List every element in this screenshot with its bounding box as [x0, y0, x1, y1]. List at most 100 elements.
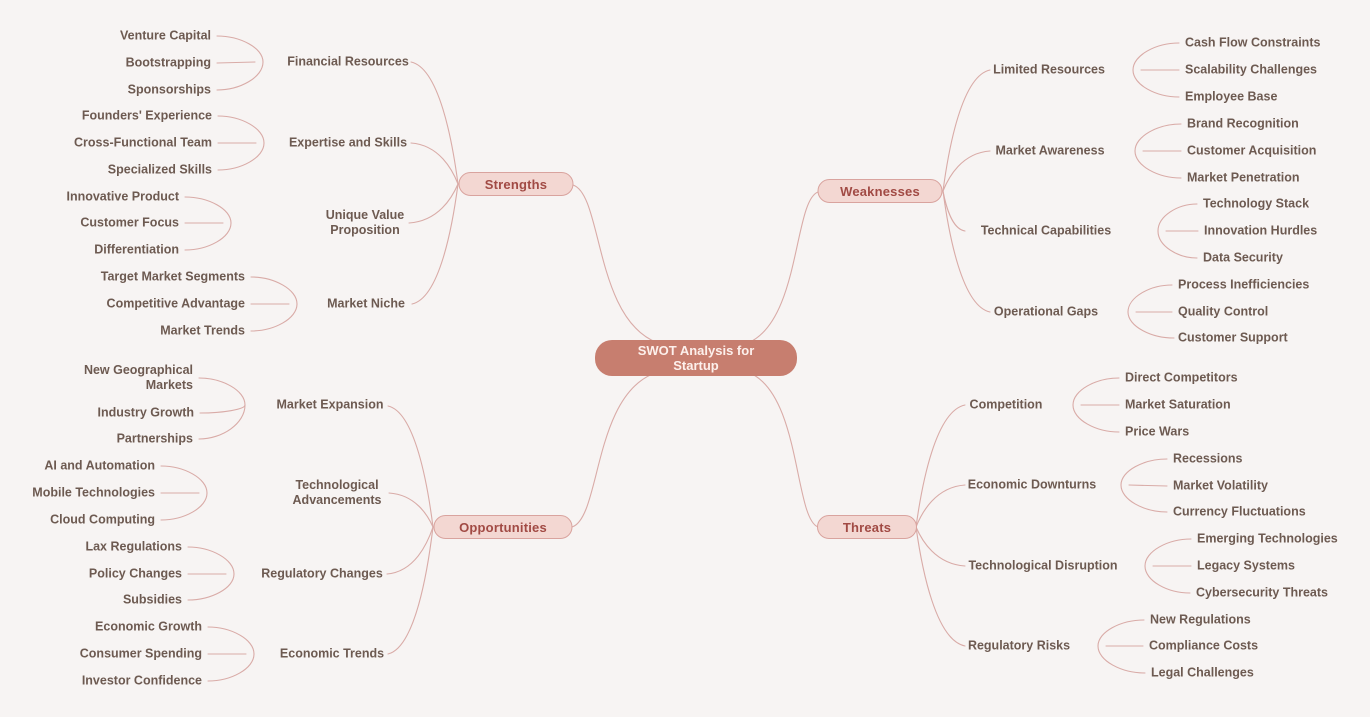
connector-curve — [1127, 311, 1175, 339]
leaf-competitive-advantage[interactable]: Competitive Advantage — [106, 296, 245, 311]
connector-curve — [571, 372, 656, 528]
connector-curve — [572, 184, 659, 344]
leaf-cloud-computing[interactable]: Cloud Computing — [50, 512, 155, 527]
connector-curve — [184, 222, 232, 251]
connector-curve — [250, 303, 298, 332]
leaf-policy-changes[interactable]: Policy Changes — [88, 566, 182, 581]
leaf-innovation-hurdles[interactable]: Innovation Hurdles — [1204, 223, 1318, 238]
connector-curve — [1120, 458, 1168, 486]
leaf-emerging-technologies[interactable]: Emerging Technologies — [1197, 531, 1338, 546]
node-market-expansion[interactable]: Market Expansion — [276, 397, 384, 412]
leaf-technology-stack[interactable]: Technology Stack — [1203, 196, 1310, 211]
connector-curve — [1132, 42, 1180, 71]
leaf-investor-confidence[interactable]: Investor Confidence — [81, 673, 202, 688]
connector-curve — [187, 546, 235, 575]
connector-curve — [187, 573, 235, 601]
connector-curve — [387, 405, 434, 528]
node-economic-trends[interactable]: Economic Trends — [279, 646, 385, 661]
leaf-currency-fluctuations[interactable]: Currency Fluctuations — [1173, 504, 1306, 519]
connector-curve — [410, 61, 459, 185]
connector-curve — [217, 142, 265, 171]
connector-curve — [1132, 69, 1180, 98]
connector-curve — [411, 183, 459, 305]
node-competition[interactable]: Competition — [969, 397, 1043, 412]
branch-pill-opportunities[interactable]: Opportunities — [433, 515, 573, 539]
leaf-partnerships[interactable]: Partnerships — [116, 431, 193, 446]
connector-curve — [1134, 150, 1182, 179]
leaf-bootstrapping[interactable]: Bootstrapping — [125, 55, 211, 70]
leaf-cash-flow-constraints[interactable]: Cash Flow Constraints — [1185, 35, 1321, 50]
connector-curve — [1120, 484, 1168, 513]
leaf-customer-acquisition[interactable]: Customer Acquisition — [1187, 143, 1317, 158]
leaf-new-geographical-markets[interactable]: New Geographical Markets — [83, 363, 193, 392]
leaf-compliance-costs[interactable]: Compliance Costs — [1149, 638, 1259, 653]
leaf-cross-functional-team[interactable]: Cross-Functional Team — [74, 135, 212, 150]
leaf-recessions[interactable]: Recessions — [1173, 451, 1243, 466]
leaf-economic-growth[interactable]: Economic Growth — [95, 619, 202, 634]
branch-pill-strengths[interactable]: Strengths — [458, 172, 574, 196]
leaf-customer-focus[interactable]: Customer Focus — [80, 215, 179, 230]
leaf-process-inefficiencies[interactable]: Process Inefficiencies — [1178, 277, 1310, 292]
node-economic-downturns[interactable]: Economic Downturns — [967, 477, 1097, 492]
leaf-customer-support[interactable]: Customer Support — [1178, 330, 1288, 345]
connector-curve — [1072, 404, 1120, 433]
node-expertise-and-skills[interactable]: Expertise and Skills — [288, 135, 408, 150]
leaf-sponsorships[interactable]: Sponsorships — [127, 82, 211, 97]
leaf-cybersecurity-threats[interactable]: Cybersecurity Threats — [1196, 585, 1329, 600]
connector-curve — [408, 183, 459, 224]
connector-curve — [1157, 230, 1198, 259]
leaf-differentiation[interactable]: Differentiation — [94, 242, 179, 257]
node-technological-disruption[interactable]: Technological Disruption — [968, 558, 1118, 573]
connector-curve — [198, 377, 246, 406]
leaf-target-market-segments[interactable]: Target Market Segments — [100, 269, 245, 284]
branch-pill-threats[interactable]: Threats — [817, 515, 917, 539]
leaf-market-volatility[interactable]: Market Volatility — [1173, 478, 1268, 493]
connector-curve — [1072, 377, 1120, 406]
leaf-new-regulations[interactable]: New Regulations — [1150, 612, 1251, 627]
leaf-subsidies[interactable]: Subsidies — [122, 592, 182, 607]
leaf-specialized-skills[interactable]: Specialized Skills — [107, 162, 212, 177]
leaf-market-saturation[interactable]: Market Saturation — [1125, 397, 1231, 412]
connector-curve — [160, 465, 208, 494]
connector-curve — [387, 526, 434, 655]
center-node-swot-analysis[interactable]: SWOT Analysis for Startup — [595, 340, 797, 376]
connector-curve — [217, 115, 265, 144]
connector-curve — [250, 276, 298, 305]
leaf-consumer-spending[interactable]: Consumer Spending — [79, 646, 202, 661]
leaf-price-wars[interactable]: Price Wars — [1125, 424, 1190, 439]
leaf-legacy-systems[interactable]: Legacy Systems — [1197, 558, 1295, 573]
leaf-mobile-technologies[interactable]: Mobile Technologies — [32, 485, 155, 500]
leaf-brand-recognition[interactable]: Brand Recognition — [1187, 116, 1299, 131]
connector-curve — [1144, 565, 1191, 594]
node-regulatory-risks[interactable]: Regulatory Risks — [967, 638, 1071, 653]
leaf-data-security[interactable]: Data Security — [1203, 250, 1283, 265]
leaf-legal-challenges[interactable]: Legal Challenges — [1151, 665, 1254, 680]
connector-curve — [386, 526, 434, 575]
leaf-direct-competitors[interactable]: Direct Competitors — [1125, 370, 1238, 385]
leaf-market-trends[interactable]: Market Trends — [160, 323, 245, 338]
node-regulatory-changes[interactable]: Regulatory Changes — [261, 566, 383, 581]
node-technical-capabilities[interactable]: Technical Capabilities — [980, 223, 1112, 238]
leaf-lax-regulations[interactable]: Lax Regulations — [85, 539, 182, 554]
connector-curve — [160, 492, 208, 521]
leaf-innovative-product[interactable]: Innovative Product — [66, 189, 179, 204]
leaf-scalability-challenges[interactable]: Scalability Challenges — [1185, 62, 1317, 77]
leaf-employee-base[interactable]: Employee Base — [1185, 89, 1278, 104]
leaf-quality-control[interactable]: Quality Control — [1178, 304, 1269, 319]
leaf-industry-growth[interactable]: Industry Growth — [97, 405, 194, 420]
connector-curve — [388, 492, 434, 528]
connector-curve — [184, 196, 232, 224]
node-limited-resources[interactable]: Limited Resources — [993, 62, 1105, 77]
leaf-venture-capital[interactable]: Venture Capital — [120, 28, 211, 43]
leaf-founders-experience[interactable]: Founders' Experience — [81, 108, 212, 123]
node-financial-resources[interactable]: Financial Resources — [287, 54, 409, 69]
node-market-awareness[interactable]: Market Awareness — [995, 143, 1105, 158]
leaf-ai-and-automation[interactable]: AI and Automation — [44, 458, 155, 473]
node-market-niche[interactable]: Market Niche — [327, 296, 405, 311]
branch-pill-weaknesses[interactable]: Weaknesses — [817, 179, 943, 203]
leaf-market-penetration[interactable]: Market Penetration — [1187, 170, 1300, 185]
connector-curve — [915, 484, 966, 528]
node-unique-value-proposition[interactable]: Unique Value Proposition — [325, 208, 405, 237]
node-operational-gaps[interactable]: Operational Gaps — [993, 304, 1099, 319]
node-technological-advancements[interactable]: Technological Advancements — [292, 478, 382, 507]
